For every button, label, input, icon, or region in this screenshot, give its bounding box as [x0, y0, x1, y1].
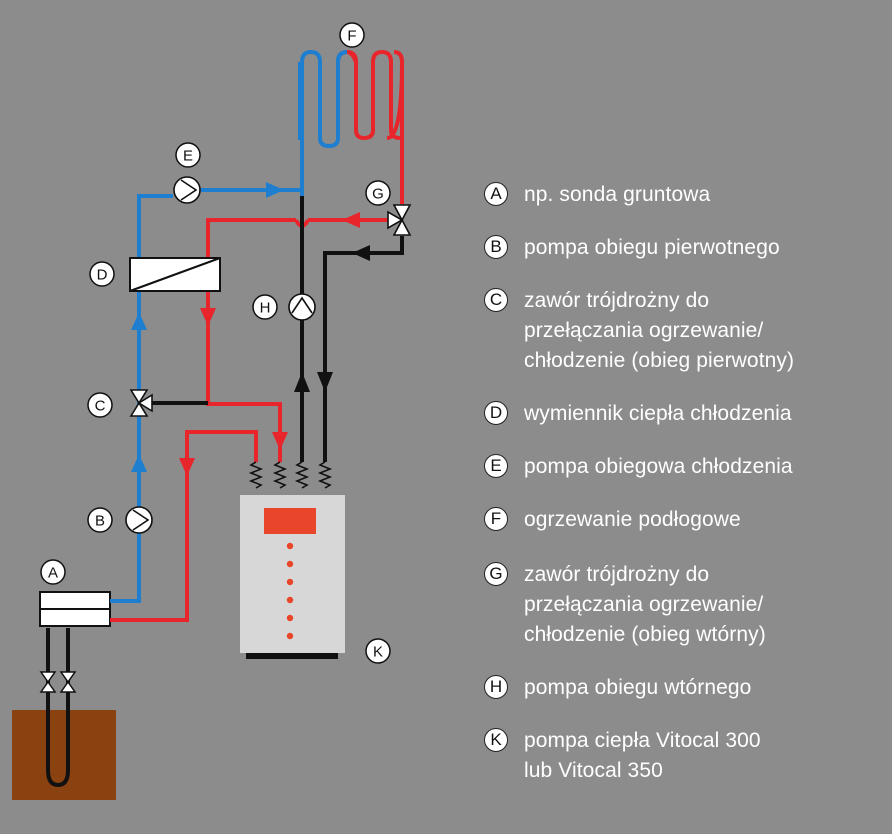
- label-b: B: [87, 507, 113, 533]
- legend-text: pompa ciepła Vitocal 300 lub Vitocal 350: [524, 729, 761, 782]
- legend-item-b: B pompa obiegu pierwotnego: [484, 233, 780, 263]
- pump-e: [173, 176, 201, 204]
- floor-heating-coil: [298, 49, 405, 204]
- legend-letter: E: [484, 454, 508, 478]
- legend-letter: G: [484, 562, 508, 586]
- svg-text:G: G: [372, 186, 384, 203]
- arrow-left-red: [342, 212, 360, 228]
- legend-text: pompa obiegu wtórnego: [524, 676, 752, 699]
- arrow-down-red-3: [272, 432, 288, 450]
- primary-warm-pipe: [110, 430, 258, 622]
- arrow-up-blue-2: [131, 312, 147, 330]
- heat-pump-base: [246, 653, 338, 659]
- cooling-heat-exchanger: [129, 257, 221, 292]
- label-h: H: [252, 294, 278, 320]
- label-c: C: [87, 392, 113, 418]
- arrow-up-black: [294, 372, 310, 392]
- arrow-right-blue: [266, 182, 284, 198]
- three-way-valve-c: [129, 389, 153, 417]
- probe-valve-right: [59, 671, 77, 693]
- legend-text: np. sonda gruntowa: [524, 183, 711, 206]
- legend-text: pompa obiegowa chłodzenia: [524, 455, 793, 478]
- legend-item-h: H pompa obiegu wtórnego: [484, 673, 751, 703]
- legend-letter: B: [484, 235, 508, 259]
- svg-text:B: B: [95, 513, 105, 530]
- legend-text: zawór trójdrożny do przełączania ogrzewa…: [524, 289, 795, 372]
- legend-text: zawór trójdrożny do przełączania ogrzewa…: [524, 563, 766, 646]
- ground-probe: [46, 628, 70, 788]
- legend-text: ogrzewanie podłogowe: [524, 508, 741, 531]
- svg-text:F: F: [347, 28, 356, 45]
- arrow-up-blue-1: [131, 454, 147, 472]
- arrow-down-red-1: [179, 458, 195, 476]
- label-e: E: [175, 142, 201, 168]
- legend-letter: F: [484, 507, 508, 531]
- arrow-down-red-2: [200, 308, 216, 326]
- legend-letter: D: [484, 401, 508, 425]
- arrow-down-black: [317, 372, 333, 392]
- svg-text:A: A: [48, 565, 58, 582]
- label-f: F: [339, 22, 365, 48]
- svg-text:E: E: [183, 148, 193, 165]
- svg-text:C: C: [95, 398, 106, 415]
- cooling-supply-pipe: [201, 188, 304, 196]
- legend-item-g: G zawór trójdrożny do przełączania ogrze…: [484, 560, 766, 650]
- three-way-valve-g: [387, 204, 412, 236]
- legend-item-k: K pompa ciepła Vitocal 300 lub Vitocal 3…: [484, 726, 761, 786]
- flex-hoses: [248, 461, 333, 489]
- exchanger-feed-pipe: [206, 218, 296, 262]
- ground-block: [12, 710, 116, 800]
- label-k: K: [365, 638, 391, 664]
- pump-h: [288, 293, 316, 321]
- legend-item-d: D wymiennik ciepła chłodzenia: [484, 399, 792, 429]
- legend-letter: C: [484, 288, 508, 312]
- legend-item-c: C zawór trójdrożny do przełączania ogrze…: [484, 286, 794, 376]
- svg-text:H: H: [260, 300, 271, 317]
- label-g: G: [365, 180, 391, 206]
- label-a: A: [40, 559, 66, 585]
- heat-pump-indicator-dots: [286, 542, 294, 640]
- legend-item-f: F ogrzewanie podłogowe: [484, 505, 741, 535]
- legend-letter: H: [484, 675, 508, 699]
- legend-item-a: A np. sonda gruntowa: [484, 180, 710, 210]
- legend-letter: A: [484, 182, 508, 206]
- legend-text: wymiennik ciepła chłodzenia: [524, 402, 792, 425]
- label-d: D: [89, 261, 115, 287]
- legend-letter: K: [484, 728, 508, 752]
- secondary-return-pipe: [323, 236, 404, 462]
- pump-b: [125, 506, 153, 534]
- legend-text: pompa obiegu pierwotnego: [524, 236, 780, 259]
- arrow-left-black: [352, 245, 370, 261]
- svg-text:D: D: [97, 267, 108, 284]
- heat-pump-display: [264, 508, 316, 534]
- probe-valve-left: [39, 671, 57, 693]
- svg-text:K: K: [373, 644, 383, 661]
- legend-item-e: E pompa obiegowa chłodzenia: [484, 452, 793, 482]
